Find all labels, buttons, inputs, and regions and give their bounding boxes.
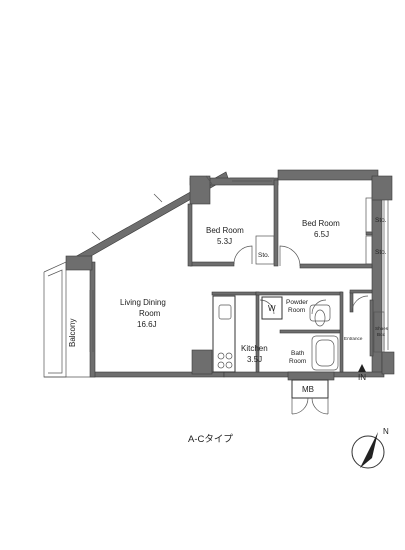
- exterior-walls: [65, 169, 395, 381]
- washer-box: [261, 296, 283, 320]
- sink: [218, 304, 232, 320]
- room-labels: Bed Room 5.3J Bed Room 6.5J Living Dinin…: [68, 219, 389, 365]
- kitchen-name: Kitchen: [241, 344, 268, 353]
- wet-east-wall: [339, 291, 344, 373]
- top-wall-right: [277, 169, 379, 181]
- column-se: [381, 351, 395, 375]
- compass-north: N: [383, 427, 389, 436]
- sto-label-a: Sto.: [258, 252, 270, 259]
- hall-wall: [349, 289, 373, 294]
- column-ne: [371, 175, 393, 201]
- sto-label-c: Sto.: [375, 249, 387, 256]
- entrance-label: Entrance: [344, 336, 363, 341]
- stove-burner: [225, 352, 233, 360]
- shoes-line1: Shoes: [375, 326, 389, 331]
- bed1-size: 5.3J: [217, 237, 232, 246]
- ldk-line1: Living Dining: [120, 298, 166, 307]
- powder-sink: [309, 304, 331, 322]
- column-sw: [65, 255, 93, 271]
- mb-wall: [287, 371, 335, 381]
- closet-bed2-b: [365, 235, 373, 265]
- interior-walls: [187, 179, 374, 373]
- washer-label: W: [268, 304, 276, 313]
- column-nw: [189, 175, 211, 205]
- bath-north-wall: [279, 329, 343, 334]
- bed2-name: Bed Room: [302, 219, 340, 228]
- bed2-size: 6.5J: [314, 230, 329, 239]
- fixture-labels: W MB IN: [268, 304, 366, 394]
- bath-line1: Bath: [291, 350, 305, 357]
- entrance-arrow: [358, 364, 366, 372]
- kitchen-north-wall: [211, 291, 257, 296]
- kitchen-counter: [212, 295, 236, 373]
- ldk-size: 16.6J: [137, 320, 157, 329]
- stove-burner: [225, 361, 233, 369]
- bathtub: [311, 335, 339, 371]
- bathtub-inner: [315, 339, 335, 367]
- compass-needle: [360, 432, 378, 468]
- bed1-east-wall: [273, 179, 279, 267]
- mb-box: [291, 379, 329, 399]
- bath-line2: Room: [289, 358, 306, 365]
- storage-labels: Sto. Sto. Sto.: [258, 217, 387, 259]
- balcony-label: Balcony: [68, 319, 77, 347]
- balcony: [43, 261, 94, 378]
- shoes-box: [373, 311, 385, 353]
- left-wall-ldk: [89, 261, 96, 378]
- powder-line1: Powder: [286, 299, 309, 306]
- bed1-south-wall: [189, 261, 235, 267]
- stove-burner: [217, 352, 225, 360]
- plan-type-label: A-Cタイプ: [188, 434, 233, 445]
- powder-line2: Room: [288, 307, 305, 314]
- sto-label-b: Sto.: [375, 217, 387, 224]
- bed1-west-wall: [187, 203, 193, 267]
- closet-bed1: [255, 235, 275, 265]
- toilet: [314, 309, 326, 327]
- sto-divider: [365, 231, 373, 236]
- column-kitchen: [191, 349, 213, 375]
- stove-burner: [217, 361, 225, 369]
- right-wall: [371, 177, 383, 375]
- bed1-name: Bed Room: [206, 226, 244, 235]
- kitchen-size: 3.5J: [247, 355, 262, 364]
- fixtures: [212, 197, 385, 415]
- shoes-box-wall: [369, 299, 374, 357]
- closet-bed2-a: [365, 197, 373, 233]
- powder-north-wall: [255, 291, 343, 296]
- bed2-south-wall: [299, 263, 373, 269]
- mb-label: MB: [302, 385, 314, 394]
- in-label: IN: [358, 373, 366, 382]
- shoes-line2: Box: [377, 332, 386, 337]
- ldk-line2: Room: [139, 309, 161, 318]
- compass-rose: N: [351, 427, 389, 469]
